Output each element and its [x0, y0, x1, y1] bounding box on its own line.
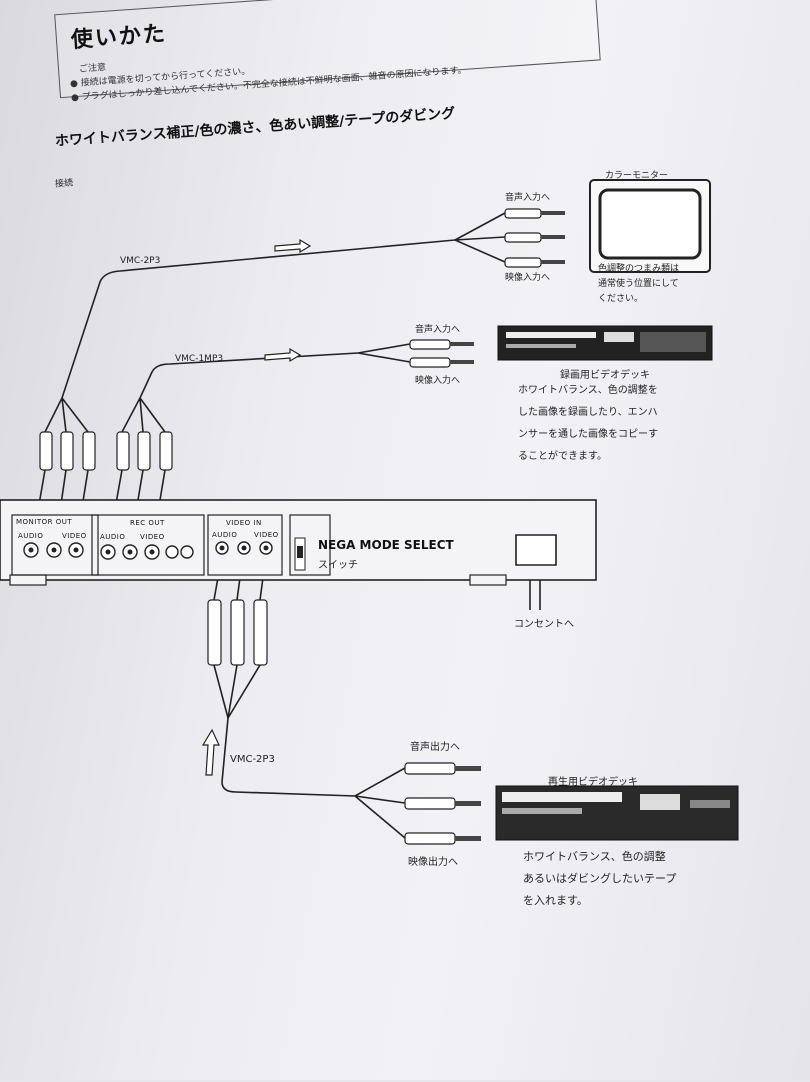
monitor-out-audio: AUDIO: [18, 532, 44, 540]
cable-middle-label: VMC-1MP3: [175, 354, 224, 364]
player-note-line: ホワイトバランス、色の調整: [523, 850, 666, 863]
player-note: ホワイトバランス、色の調整 あるいはダビングしたいテープ を入れます。: [523, 846, 676, 912]
monitor-title: カラーモニター: [605, 171, 669, 181]
device-back-panel: [0, 499, 597, 586]
outlet-label: コンセントへ: [514, 619, 574, 630]
monitor-note-line: 色調整のつまみ類は: [598, 264, 680, 274]
rec-out-video: VIDEO: [140, 533, 165, 541]
player-note-line: を入れます。: [523, 894, 588, 907]
recording-vcr: [497, 325, 713, 361]
player-note-line: あるいはダビングしたいテープ: [523, 872, 677, 885]
cable-top-label: VMC-2P3: [120, 256, 161, 266]
cable-top: [61, 239, 456, 399]
playback-vcr: [495, 785, 739, 841]
vertical-plugs-top: [39, 431, 173, 471]
cable-middle-split: [357, 343, 411, 363]
recorder-note-line: した画像を録画したり、エンハ: [518, 407, 658, 418]
cable-bottom: [221, 717, 356, 797]
panel-jacks: [23, 541, 273, 560]
monitor-out-label: MONITOR OUT: [16, 518, 73, 526]
player-plugs: [404, 762, 481, 845]
flow-arrows: [201, 238, 312, 776]
monitor-note: 色調整のつまみ類は 通常使う位置にして ください。: [598, 262, 679, 307]
arrow-right-middle: [264, 347, 302, 363]
recorder-plugs: [409, 339, 474, 368]
player-video-out: 映像出力へ: [408, 857, 458, 868]
cable-bottom-split: [354, 767, 406, 839]
cable-top-split: [454, 212, 506, 263]
recorder-note-line: ホワイトバランス、色の調整を: [518, 385, 658, 396]
recorder-note: ホワイトバランス、色の調整を した画像を録画したり、エンハ ンサーを通した画像を…: [518, 380, 658, 468]
panel-jack-centers: [28, 545, 269, 555]
monitor-note-line: 通常使う位置にして: [598, 279, 679, 289]
rec-out-branches: [121, 397, 166, 433]
video-in-audio: AUDIO: [212, 531, 238, 539]
recorder-note-line: ることができます。: [518, 451, 607, 462]
arrow-up-bottom: [201, 728, 220, 776]
switch-label: スイッチ: [318, 560, 358, 571]
player-title: 再生用ビデオデッキ: [548, 777, 638, 788]
recorder-audio-in: 音声入力へ: [415, 325, 461, 335]
video-in-label: VIDEO IN: [226, 519, 262, 527]
arrow-right-top: [274, 238, 312, 254]
recorder-note-line: ンサーを通した画像をコピーす: [518, 429, 658, 440]
monitor-video-in: 映像入力へ: [505, 273, 551, 283]
video-in-branches: [213, 664, 261, 719]
monitor-note-line: ください。: [598, 294, 644, 304]
cable-middle: [139, 352, 359, 399]
player-audio-out: 音声出力へ: [410, 742, 460, 753]
monitor-audio-in: 音声入力へ: [505, 193, 551, 203]
cable-bottom-label: VMC-2P3: [230, 754, 275, 765]
monitor-out-branches: [44, 397, 89, 433]
video-in-video: VIDEO: [254, 531, 279, 539]
vertical-plugs-bottom: [207, 599, 268, 666]
rec-out-label: REC OUT: [130, 519, 165, 527]
recorder-title: 録画用ビデオデッキ: [560, 370, 650, 381]
monitor-plugs: [504, 208, 565, 268]
connection-label: 接続: [54, 178, 74, 190]
recorder-video-in: 映像入力へ: [415, 376, 461, 386]
nega-mode-label: NEGA MODE SELECT: [318, 538, 454, 552]
monitor-out-video: VIDEO: [62, 532, 87, 540]
color-monitor: [589, 179, 711, 273]
rec-out-audio: AUDIO: [100, 533, 126, 541]
